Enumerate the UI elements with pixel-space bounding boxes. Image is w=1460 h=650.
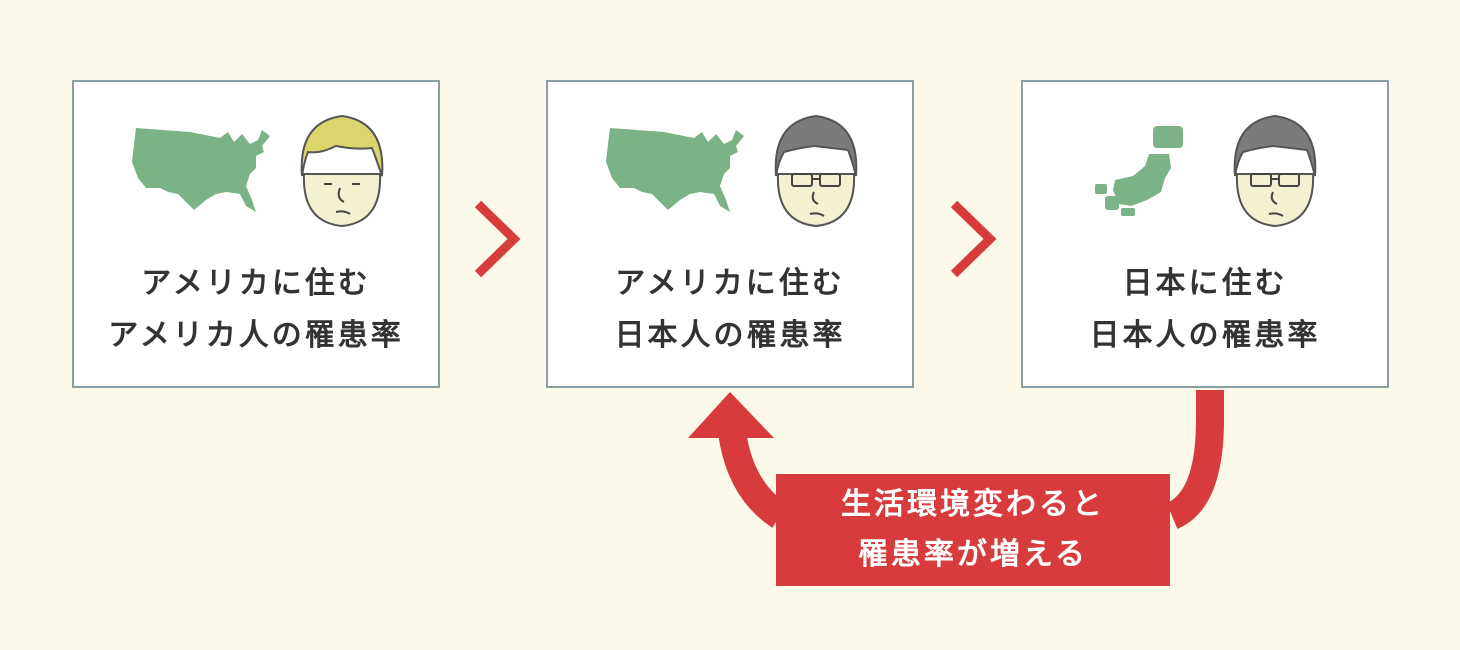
- japanese-face-icon: [774, 114, 858, 228]
- arrow-up-icon: [688, 392, 774, 438]
- step-1-icons: [74, 110, 438, 228]
- japan-map-icon: [1095, 126, 1183, 216]
- chevron-right-icon: [474, 200, 521, 278]
- usa-map-icon: [132, 128, 270, 212]
- callout-line2: 罹患率が増える: [857, 537, 1089, 572]
- step-3-label-line2: 日本人の罹患率: [1089, 318, 1321, 353]
- step-2-icons: [548, 110, 912, 228]
- callout-box: 生活環境変わると 罹患率が増える: [776, 474, 1170, 586]
- step-1-label: アメリカに住む アメリカ人の罹患率: [74, 258, 438, 362]
- callout-line1: 生活環境変わると: [841, 487, 1105, 522]
- chevron-right-icon: [950, 200, 997, 278]
- step-box-2: アメリカに住む 日本人の罹患率: [546, 80, 914, 388]
- step-3-label: 日本に住む 日本人の罹患率: [1023, 258, 1387, 362]
- american-face-icon: [300, 114, 384, 228]
- step-3-icons: [1023, 110, 1387, 228]
- usa-map-icon: [606, 128, 744, 212]
- step-2-label-line1: アメリカに住む: [615, 266, 845, 301]
- step-box-1: アメリカに住む アメリカ人の罹患率: [72, 80, 440, 388]
- step-1-label-line1: アメリカに住む: [141, 266, 371, 301]
- step-2-label-line2: 日本人の罹患率: [614, 318, 846, 353]
- step-box-3: 日本に住む 日本人の罹患率: [1021, 80, 1389, 388]
- step-2-label: アメリカに住む 日本人の罹患率: [548, 258, 912, 362]
- japanese-face-icon: [1233, 114, 1317, 228]
- step-3-label-line1: 日本に住む: [1122, 266, 1288, 301]
- step-1-label-line2: アメリカ人の罹患率: [108, 318, 404, 353]
